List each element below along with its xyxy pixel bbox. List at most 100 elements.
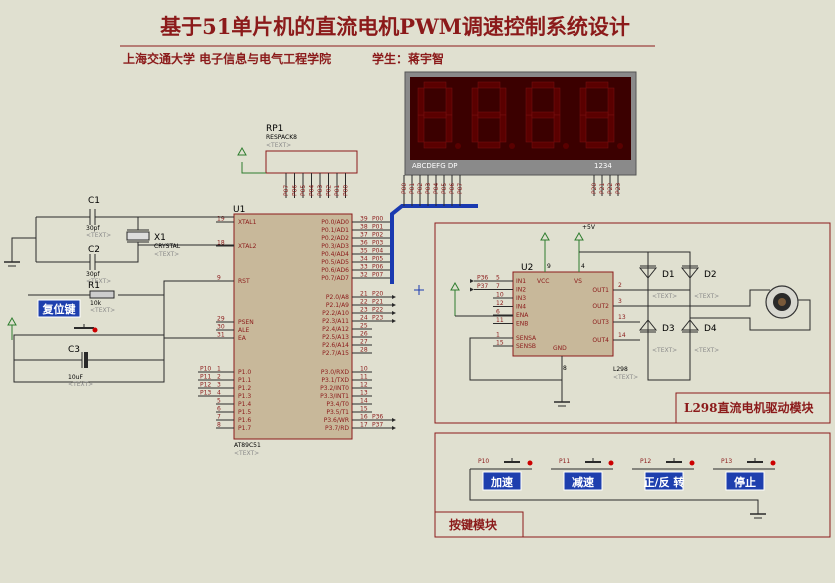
u1-right-pin-name: P2.3/A11 bbox=[322, 318, 349, 325]
u2-right-pin-name: OUT4 bbox=[592, 337, 609, 344]
rp1-net: P04 bbox=[309, 185, 316, 196]
u1-right-net: P22 bbox=[372, 307, 383, 314]
key-module-label: 按键模块 bbox=[449, 517, 498, 532]
key-indicator-dot bbox=[527, 460, 533, 466]
c2-value: 30pf bbox=[86, 271, 100, 278]
u1-right-pin-name: P3.2/INT0 bbox=[320, 385, 349, 392]
digit-1-segment-b bbox=[445, 87, 453, 116]
out2-num: 3 bbox=[618, 298, 622, 305]
u1-right-pin-num: 37 bbox=[360, 232, 368, 239]
x1-ref: X1 bbox=[154, 233, 166, 243]
u2-left-net: P36 bbox=[477, 275, 488, 282]
u1-left-pin-num: 2 bbox=[217, 374, 221, 381]
u1-right-pin-num: 28 bbox=[360, 347, 368, 354]
u2-part: L298 bbox=[613, 366, 628, 373]
display-digit-net: P22 bbox=[607, 183, 614, 194]
supply-label: +5V bbox=[582, 224, 596, 231]
diode-d1-text: <TEXT> bbox=[652, 293, 677, 300]
seven-segment-display[interactable]: ABCDEFG DP 1234 bbox=[404, 71, 637, 176]
u1-left-net: P10 bbox=[200, 366, 211, 373]
rp1-text: <TEXT> bbox=[266, 142, 291, 149]
u1-right-pin-name: P0.1/AD1 bbox=[321, 227, 349, 234]
x1-part: CRYSTAL bbox=[154, 243, 181, 250]
u1-right-pin-name: P2.7/A15 bbox=[322, 350, 349, 357]
u2-vs-num: 4 bbox=[581, 263, 585, 270]
crosshair-marker bbox=[414, 285, 424, 295]
u1-right-pin-name: P0.7/AD7 bbox=[321, 275, 349, 282]
u1-left-pin-num: 7 bbox=[217, 414, 221, 421]
u1-left-pin-num: 9 bbox=[217, 275, 221, 282]
digit-3-dp bbox=[563, 143, 569, 149]
dc-motor[interactable] bbox=[765, 285, 799, 319]
u2-left-pin-num: 15 bbox=[496, 340, 504, 347]
page-title: 基于51单片机的直流电机PWM调速控制系统设计 bbox=[160, 14, 630, 39]
display-seg-net: P06 bbox=[449, 183, 456, 194]
u2-left-pin-name: IN4 bbox=[516, 304, 526, 311]
digit-1-segment-d bbox=[423, 141, 447, 149]
u1-left-pin-name: ALE bbox=[238, 327, 249, 334]
u1-right-pin-num: 21 bbox=[360, 291, 368, 298]
out4-num: 14 bbox=[618, 332, 626, 339]
u1-right-net: P00 bbox=[372, 216, 383, 223]
r1-text: <TEXT> bbox=[90, 307, 115, 314]
u2-left-pin-num: 6 bbox=[496, 309, 500, 316]
u1-right-pin-num: 17 bbox=[360, 422, 368, 429]
rp1-ref: RP1 bbox=[266, 124, 283, 134]
c1-ref: C1 bbox=[88, 196, 100, 206]
digit-3-segment-g bbox=[531, 111, 555, 119]
display-digit-label: 1234 bbox=[594, 162, 612, 170]
u1-right-pin-name: P0.6/AD6 bbox=[321, 267, 349, 274]
school-label: 上海交通大学 电子信息与电气工程学院 bbox=[123, 51, 331, 66]
u2-left-pin-name: IN2 bbox=[516, 287, 526, 294]
key-net-label: P11 bbox=[559, 458, 570, 465]
oscillator-circuit bbox=[4, 209, 234, 270]
u1-left-pin-num: 18 bbox=[217, 240, 225, 247]
digit-3-segment-d bbox=[531, 141, 555, 149]
display-seg-net: P05 bbox=[441, 183, 448, 194]
rp1-body bbox=[265, 150, 358, 174]
u1-left-pin-num: 8 bbox=[217, 422, 221, 429]
u1-port-arrow bbox=[392, 426, 396, 430]
u1-left-pin-name: P1.5 bbox=[238, 409, 251, 416]
u1-right-pin-num: 34 bbox=[360, 256, 368, 263]
out1-num: 2 bbox=[618, 282, 622, 289]
u1-right-net: P36 bbox=[372, 414, 383, 421]
key-label-box[interactable] bbox=[563, 471, 603, 491]
digit-4-dp bbox=[617, 143, 623, 149]
u2-net-arrow bbox=[470, 279, 474, 283]
out3-num: 13 bbox=[618, 314, 626, 321]
key-label-box[interactable] bbox=[482, 471, 522, 491]
digit-3-segment-b bbox=[553, 87, 561, 116]
u1-right-pin-num: 26 bbox=[360, 331, 368, 338]
key-label-box[interactable] bbox=[644, 471, 684, 491]
digit-3-segment-c bbox=[553, 114, 561, 143]
digit-2-segment-a bbox=[477, 81, 501, 89]
u1-right-pin-name: P3.4/T0 bbox=[326, 401, 349, 408]
u1-port-arrow bbox=[392, 311, 396, 315]
u1-right-net: P23 bbox=[372, 315, 383, 322]
u2-body bbox=[512, 271, 614, 357]
u1-right-pin-name: P0.3/AD3 bbox=[321, 243, 349, 250]
u1-right-pin-name: P3.0/RXD bbox=[321, 369, 349, 376]
reset-key-label[interactable]: 复位键 bbox=[37, 299, 81, 318]
digit-3-segment-f bbox=[525, 87, 533, 116]
p0-bus-stubs bbox=[403, 196, 461, 206]
u1-right-pin-num: 33 bbox=[360, 264, 368, 271]
u2-gnd-num: 8 bbox=[563, 365, 567, 372]
key-label-box[interactable] bbox=[725, 471, 765, 491]
u2-net-arrow bbox=[470, 287, 474, 292]
u1-left-pin-name: P1.1 bbox=[238, 377, 251, 384]
u1-right-pin-num: 32 bbox=[360, 272, 368, 279]
key-ground-rail bbox=[469, 469, 759, 514]
